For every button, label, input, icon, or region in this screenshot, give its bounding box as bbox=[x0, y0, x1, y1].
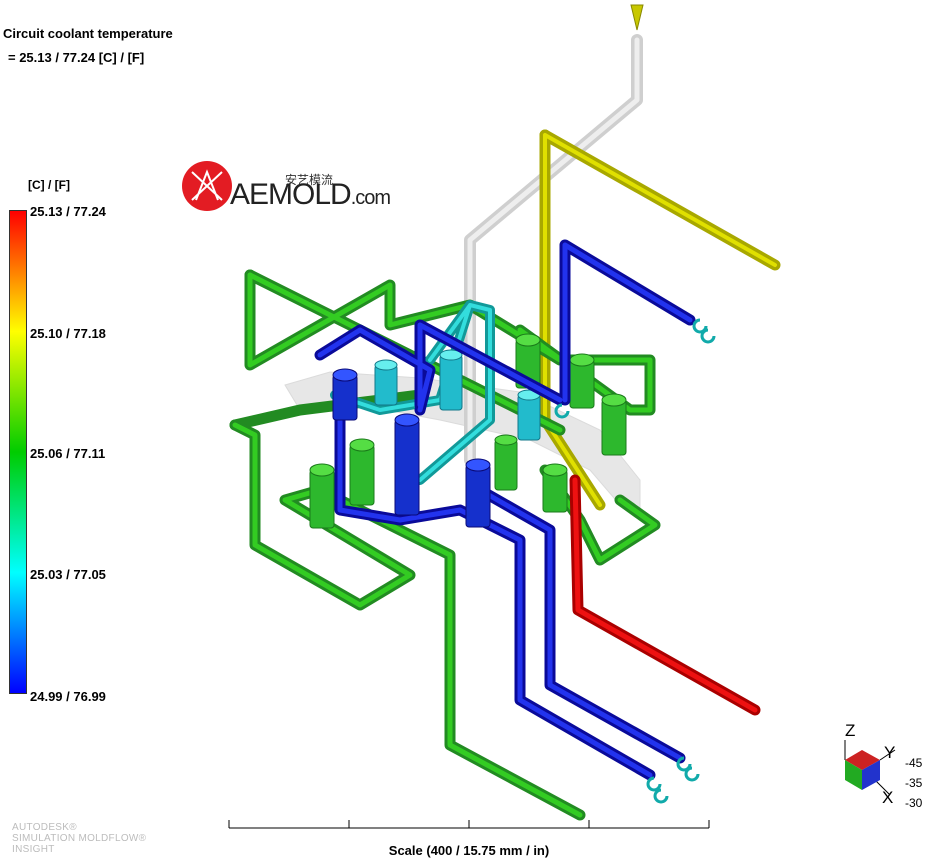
injection-cone bbox=[630, 4, 644, 31]
watermark-cn: 安艺模流 bbox=[285, 173, 334, 187]
legend-tick-max: 25.13 / 77.24 bbox=[30, 204, 106, 219]
legend-tick-4: 25.03 / 77.05 bbox=[30, 567, 106, 582]
brand-line-2: SIMULATION MOLDFLOW® bbox=[12, 833, 147, 844]
legend-unit: [C] / [F] bbox=[28, 178, 70, 192]
axis-z-label: Z bbox=[845, 721, 856, 740]
watermark-logo bbox=[182, 161, 232, 211]
legend-tick-2: 25.10 / 77.18 bbox=[30, 326, 106, 341]
baffles-green bbox=[309, 333, 627, 529]
circuit-blue bbox=[314, 239, 696, 781]
watermark-main: AEMOLD bbox=[230, 178, 352, 211]
connectors bbox=[554, 318, 716, 804]
brand-line-1: AUTODESK® bbox=[12, 822, 77, 833]
angle-3: -30 bbox=[905, 796, 923, 810]
legend-tick-3: 25.06 / 77.11 bbox=[30, 446, 106, 461]
scale-bar bbox=[228, 820, 710, 829]
watermark-text: AEMOLD.com bbox=[230, 178, 391, 212]
current-value: = 25.13 / 77.24 [C] / [F] bbox=[8, 50, 145, 65]
product-brand: AUTODESK® SIMULATION MOLDFLOW® INSIGHT bbox=[12, 822, 146, 855]
color-scale-bar bbox=[9, 210, 27, 694]
circuit-red bbox=[569, 474, 761, 716]
angle-1: -45 bbox=[905, 756, 923, 770]
baffles-cyan bbox=[374, 349, 541, 441]
angle-2: -35 bbox=[905, 776, 923, 790]
scale-label: Scale (400 / 15.75 mm / in) bbox=[388, 843, 550, 858]
legend-tick-min: 24.99 / 76.99 bbox=[30, 689, 106, 704]
watermark-suffix: .com bbox=[350, 187, 391, 209]
result-title: Circuit coolant temperature bbox=[3, 26, 173, 41]
axis-y-label: Y bbox=[884, 743, 896, 762]
baffles-blue bbox=[332, 368, 491, 528]
brand-line-3: INSIGHT bbox=[12, 844, 55, 855]
orientation-cube[interactable] bbox=[844, 740, 896, 796]
axis-x-label: X bbox=[882, 788, 894, 807]
